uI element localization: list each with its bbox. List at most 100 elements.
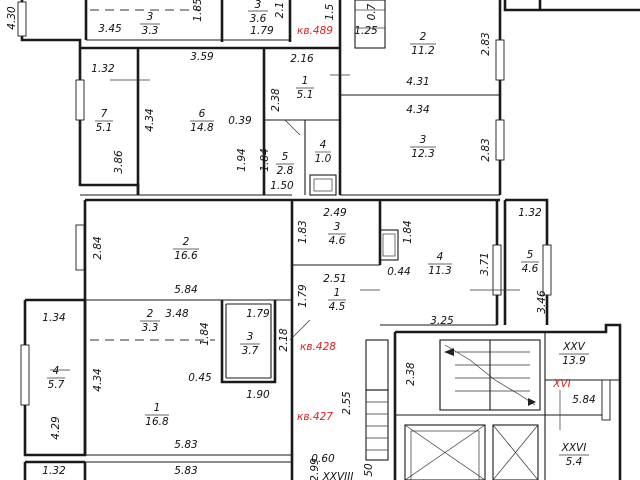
- room-area: 11.2: [411, 45, 435, 57]
- dim: 2.55: [341, 391, 353, 415]
- dim: 0.44: [387, 266, 410, 278]
- room-area: 1.0: [315, 153, 332, 165]
- dim: 1.84: [402, 220, 414, 243]
- dim: 5.83: [174, 465, 197, 477]
- room-area: 11.3: [428, 265, 451, 277]
- dim: 1.79: [246, 308, 270, 320]
- dim: 1.84: [199, 322, 211, 345]
- apartment-label: кв.427: [297, 411, 333, 423]
- dim: 2.99: [309, 458, 321, 480]
- dim: 4.34: [406, 104, 429, 116]
- room-area: 16.6: [174, 250, 198, 262]
- dim: 1.32: [42, 465, 66, 477]
- room-number: 1: [154, 402, 161, 414]
- room-number: XXVIII: [322, 471, 354, 480]
- dimension-labels: 4.30 3.45 1.85 2.1 1.5 0.7 1.79 1.25 2.8…: [6, 0, 596, 480]
- room-number: 2: [147, 308, 154, 320]
- room-number: 7: [101, 108, 108, 120]
- dim: 1.32: [518, 207, 542, 219]
- room-number: 3: [334, 221, 341, 233]
- dim: 2.18: [278, 328, 290, 352]
- dim: 3.48: [165, 308, 189, 320]
- dim: 4.29: [50, 416, 62, 440]
- dim: 2.83: [480, 138, 492, 161]
- dim: 3.59: [190, 51, 214, 63]
- room-area: 3.3: [142, 322, 159, 334]
- dim: 3.86: [113, 150, 125, 174]
- room-area: 16.8: [145, 416, 169, 428]
- room-number: 3: [255, 0, 262, 11]
- room-area: 14.8: [190, 122, 214, 134]
- dim: 5.84: [174, 284, 197, 296]
- dim: 1.50: [270, 180, 294, 192]
- room-area: 5.1: [297, 89, 314, 101]
- dim: 2.38: [405, 362, 417, 386]
- dim: 4.34: [144, 108, 156, 131]
- room-area: 4.6: [329, 235, 346, 247]
- dim: 1.90: [246, 389, 270, 401]
- room-number: 2: [420, 31, 427, 43]
- room-number: 4: [437, 251, 444, 263]
- room-number: 2: [183, 236, 190, 248]
- dim: 1.83: [297, 220, 309, 243]
- dim: 3.45: [98, 23, 122, 35]
- dim: 5.83: [174, 439, 197, 451]
- dim: 2.16: [290, 53, 314, 65]
- dim: 0.39: [228, 115, 252, 127]
- dim: 4.34: [92, 368, 104, 391]
- fixtures: [309, 0, 399, 461]
- dim: 4.31: [406, 76, 429, 88]
- apartment-label: кв.428: [300, 341, 336, 353]
- windows: [17, 1, 611, 421]
- room-area: 3.7: [242, 345, 259, 357]
- room-number: XVI: [552, 378, 570, 390]
- dim: 1.94: [236, 148, 248, 171]
- dim: 1.79: [297, 284, 309, 308]
- dim: 2.38: [270, 88, 282, 112]
- room-area: 2.8: [277, 165, 294, 177]
- staircase: [439, 339, 541, 411]
- dim: 1.84: [259, 148, 271, 171]
- room-labels: 3 3.3 3 3.6 2 11.2 6 14.8 1 5.1 7 5.1 3 …: [47, 0, 589, 480]
- dim: 1.5: [324, 3, 336, 20]
- dim: 1.34: [42, 312, 65, 324]
- room-area: 5.4: [566, 456, 583, 468]
- dim: 2.83: [480, 32, 492, 55]
- dim: 0.45: [188, 372, 212, 384]
- room-area: 3.3: [142, 25, 159, 37]
- dim: 2.51: [323, 273, 346, 285]
- room-number: 6: [199, 108, 206, 120]
- room-area: 12.3: [411, 148, 434, 160]
- dim: 1.25: [354, 25, 378, 37]
- room-number: 5: [282, 151, 289, 163]
- room-number: XXV: [562, 341, 585, 353]
- dimension-ticks: [50, 74, 561, 430]
- room-area: 5.7: [48, 379, 65, 391]
- dim: 1.32: [91, 63, 115, 75]
- room-number: 3: [247, 331, 254, 343]
- elevator-shafts: [404, 424, 539, 480]
- dim: 0.60: [311, 453, 335, 465]
- room-area: 13.9: [562, 355, 586, 367]
- dim: 1.85: [192, 0, 204, 22]
- room-number: 5: [527, 249, 534, 261]
- dim: 4.30: [6, 6, 18, 30]
- dim: 3.46: [536, 290, 548, 314]
- room-number: 4: [53, 365, 60, 377]
- room-number: 3: [420, 134, 427, 146]
- apartment-label: кв.489: [297, 25, 333, 37]
- dim: 2.1: [274, 2, 286, 19]
- room-number: 1: [334, 287, 341, 299]
- apartment-labels: кв.489 кв.428 кв.427: [297, 25, 336, 423]
- room-area: 4.5: [329, 301, 346, 313]
- dim: 0.7: [366, 3, 378, 20]
- dim: 2.84: [92, 236, 104, 259]
- room-area: 5.1: [96, 122, 113, 134]
- room-number: XXVI: [561, 442, 587, 454]
- dim: 3.71: [479, 252, 491, 275]
- dim: 1.79: [250, 25, 274, 37]
- room-number: 3: [147, 11, 154, 23]
- dim: 3.25: [430, 315, 454, 327]
- dashed-openings: [90, 9, 215, 341]
